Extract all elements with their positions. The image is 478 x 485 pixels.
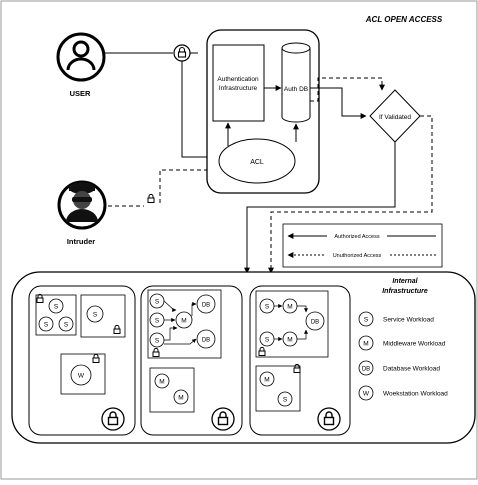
- access-legend-box: [283, 224, 442, 267]
- svg-text:M: M: [287, 304, 292, 311]
- svg-text:S: S: [44, 322, 49, 329]
- middleware-workload-node: M: [283, 299, 297, 313]
- user-icon: [58, 34, 104, 80]
- svg-text:M: M: [287, 337, 292, 344]
- legend-workstation-symbol: W: [363, 391, 370, 398]
- intruder-label: Intruder: [67, 237, 95, 246]
- svg-text:S: S: [155, 318, 160, 325]
- service-workload-node: S: [150, 294, 164, 308]
- middleware-workload-node: M: [260, 372, 274, 386]
- svg-text:W: W: [78, 373, 85, 380]
- db-to-decision-dashed-arrow: [310, 78, 382, 101]
- svg-text:S: S: [54, 304, 59, 311]
- zone-1-lock-icon: [102, 408, 124, 430]
- user-lock-icon: [174, 45, 190, 61]
- legend-workstation-label: Woekstation Workload: [383, 391, 448, 398]
- user-label: USER: [70, 89, 91, 98]
- service-workload-node: S: [59, 317, 73, 331]
- database-workload-node: DB: [306, 312, 324, 330]
- svg-text:S: S: [283, 397, 288, 404]
- auth-db-cylinder: [282, 43, 310, 122]
- zone-2-middleware-group: [150, 368, 194, 412]
- diagram-title: ACL OPEN ACCESS: [365, 15, 443, 24]
- zone-2-lock-icon: [212, 408, 234, 430]
- middleware-workload-node: M: [155, 374, 169, 388]
- service-workload-node: S: [260, 299, 274, 313]
- svg-text:S: S: [265, 304, 270, 311]
- svg-text:DB: DB: [311, 320, 319, 326]
- svg-text:M: M: [159, 379, 164, 386]
- legend-service-label: Service Workload: [383, 317, 434, 324]
- internal-title-line2: Infrastructure: [382, 288, 428, 295]
- legend-database-label: Database Workload: [383, 366, 440, 373]
- service-workload-node: S: [150, 313, 164, 327]
- unauthorized-access-label: Unuthorized Access: [333, 253, 382, 259]
- workstation-workload-node: W: [71, 365, 91, 385]
- auth-db-label: Auth DB: [284, 86, 308, 93]
- internal-title-line1: Internal: [392, 278, 418, 285]
- svg-text:S: S: [265, 337, 270, 344]
- acl-label: ACL: [250, 159, 264, 166]
- svg-text:M: M: [181, 318, 186, 325]
- service-workload-node: S: [39, 317, 53, 331]
- decision-label: If Validated: [379, 114, 411, 121]
- legend-middleware-symbol: M: [363, 341, 368, 348]
- legend-service-symbol: S: [364, 317, 369, 324]
- svg-text:M: M: [178, 395, 183, 402]
- database-workload-node: DB: [197, 330, 215, 348]
- service-workload-node: S: [278, 392, 292, 406]
- authorized-access-label: Authorized Access: [334, 234, 379, 240]
- legend-database-symbol: DB: [362, 367, 370, 373]
- service-workload-node: S: [150, 333, 164, 347]
- svg-text:DB: DB: [202, 303, 210, 309]
- svg-text:DB: DB: [202, 338, 210, 344]
- svg-text:S: S: [155, 338, 160, 345]
- middleware-workload-node: M: [176, 312, 192, 328]
- auth-infra-line2: Infrastructure: [219, 85, 258, 92]
- database-workload-node: DB: [197, 295, 215, 313]
- intruder-lock-icon: [148, 194, 154, 202]
- zone-3-lock-icon: [318, 408, 340, 430]
- zone-3-mixed-group: [256, 366, 300, 411]
- service-workload-node: S: [87, 306, 103, 322]
- auth-infrastructure-box: [213, 45, 264, 121]
- middleware-workload-node: M: [174, 390, 188, 404]
- service-workload-node: S: [260, 332, 274, 346]
- legend-middleware-label: Middleware Workload: [383, 341, 446, 348]
- svg-text:S: S: [93, 312, 98, 319]
- intruder-icon: [59, 182, 105, 228]
- svg-text:M: M: [264, 377, 269, 384]
- service-workload-node: S: [49, 299, 63, 313]
- middleware-workload-node: M: [283, 332, 297, 346]
- svg-text:S: S: [64, 322, 69, 329]
- svg-text:S: S: [155, 299, 160, 306]
- auth-infra-line1: Authentication: [217, 76, 259, 83]
